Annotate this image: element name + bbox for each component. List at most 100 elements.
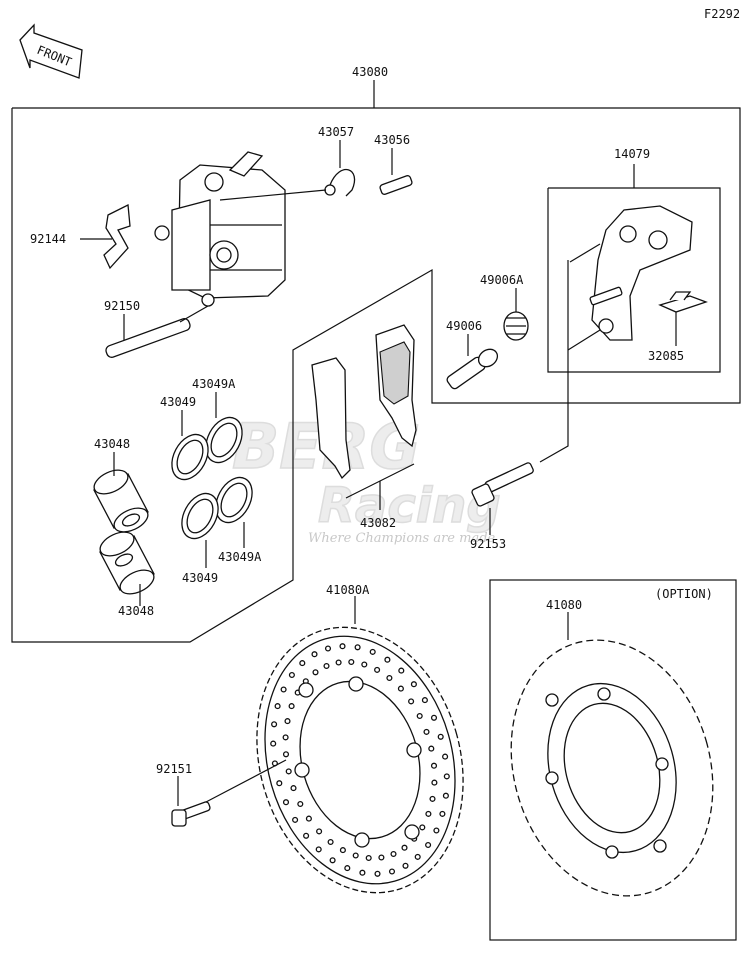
piston-top: [93, 452, 149, 533]
disc-drill-hole: [305, 815, 312, 822]
disc-drill-hole: [428, 745, 435, 752]
label-43049-top: 43049: [160, 395, 196, 409]
label-43049A-bottom: 43049A: [218, 550, 262, 564]
part-92150: [105, 305, 209, 358]
disc-drill-hole: [369, 648, 376, 655]
label-43056: 43056: [374, 133, 410, 147]
disc-drill-hole: [433, 827, 440, 834]
label-43080: 43080: [352, 65, 388, 79]
option-label: (OPTION): [655, 587, 713, 601]
part-43057: [219, 140, 356, 201]
disc-drill-hole: [378, 854, 385, 861]
part-49006A: [503, 288, 529, 341]
label-92144: 92144: [30, 232, 66, 246]
front-arrow-icon: FRONT: [19, 23, 83, 79]
disc-drill-hole: [374, 666, 381, 673]
label-43082: 43082: [360, 516, 396, 530]
disc-41080: [510, 612, 714, 897]
disc-drill-hole: [315, 846, 322, 853]
disc-drill-hole: [344, 865, 351, 872]
disc-drill-hole: [416, 712, 423, 720]
disc-drill-hole: [284, 718, 291, 725]
disc-drill-hole: [439, 810, 446, 817]
disc-drill-hole: [421, 697, 428, 704]
disc-drill-hole: [402, 862, 409, 869]
part-43082-pads: [311, 324, 417, 510]
disc-drill-hole: [282, 751, 290, 758]
disc-drill-hole: [292, 816, 299, 823]
disc-drill-hole: [425, 810, 432, 817]
disc-drill-hole: [280, 686, 287, 693]
figure-code: F2292: [704, 7, 740, 21]
disc-drill-hole: [361, 661, 368, 668]
disc-drill-hole: [374, 870, 381, 877]
label-14079: 14079: [614, 147, 650, 161]
disc-drill-hole: [324, 645, 332, 652]
disc-drill-hole: [282, 799, 290, 806]
label-92150: 92150: [104, 299, 140, 313]
disc-drill-hole: [339, 847, 346, 854]
disc-drill-hole: [276, 780, 283, 787]
label-41080: 41080: [546, 598, 582, 612]
disc-drill-hole: [401, 844, 408, 851]
disc-drill-hole: [290, 785, 297, 792]
disc-drill-hole: [437, 733, 444, 740]
label-43049-bottom: 43049: [182, 571, 218, 585]
label-43049A-top: 43049A: [192, 377, 236, 391]
disc-drill-hole: [270, 740, 277, 747]
part-92151: [171, 759, 287, 827]
label-43048-top: 43048: [94, 437, 130, 451]
disc-drill-hole: [442, 792, 449, 799]
disc-drill-hole: [352, 852, 359, 859]
part-43056: [379, 148, 413, 195]
disc-drill-hole: [329, 857, 336, 864]
disc-drill-hole: [335, 659, 342, 666]
disc-drill-hole: [397, 685, 404, 692]
disc-drill-hole: [323, 662, 330, 670]
label-43057: 43057: [318, 125, 354, 139]
disc-drill-hole: [274, 703, 281, 710]
disc-drill-hole: [339, 643, 346, 650]
label-49006A: 49006A: [480, 273, 524, 287]
disc-drill-hole: [398, 667, 405, 674]
label-32085: 32085: [648, 349, 684, 363]
disc-drill-hole: [429, 795, 436, 802]
label-41080A: 41080A: [326, 583, 370, 597]
disc-drill-hole: [431, 779, 438, 786]
disc-drill-hole: [425, 841, 432, 849]
disc-drill-hole: [312, 669, 319, 676]
part-32085: [658, 291, 708, 346]
disc-drill-hole: [282, 734, 289, 741]
label-92151: 92151: [156, 762, 192, 776]
piston-bottom: [99, 531, 155, 606]
disc-drill-hole: [410, 681, 417, 688]
label-49006: 49006: [446, 319, 482, 333]
option-frame: [489, 579, 737, 941]
disc-drill-hole: [299, 660, 306, 667]
watermark-tagline: Where Champions are made: [308, 531, 496, 546]
disc-drill-hole: [316, 828, 323, 835]
disc-drill-hole: [365, 854, 372, 862]
disc-drill-hole: [348, 658, 355, 666]
disc-drill-hole: [390, 850, 397, 858]
disc-drill-hole: [359, 869, 366, 876]
disc-drill-hole: [408, 698, 415, 705]
disc-drill-hole: [354, 644, 361, 651]
disc-drill-hole: [327, 838, 334, 846]
disc-drill-hole: [414, 853, 421, 860]
disc-41080A: [256, 596, 464, 894]
disc-drill-hole: [388, 868, 396, 875]
seal-pair-bottom: [181, 476, 253, 568]
disc-drill-hole: [430, 714, 438, 721]
disc-drill-hole: [311, 651, 318, 658]
disc-drill-hole: [423, 728, 430, 735]
caliper-body: [154, 151, 286, 307]
disc-drill-hole: [297, 800, 304, 808]
disc-drill-hole: [303, 832, 310, 839]
disc-drill-hole: [271, 721, 278, 728]
caliper-assembly-frame: [11, 80, 741, 643]
label-43048-bottom: 43048: [118, 604, 154, 618]
disc-drill-hole: [384, 656, 391, 663]
disc-drill-hole: [285, 768, 292, 775]
